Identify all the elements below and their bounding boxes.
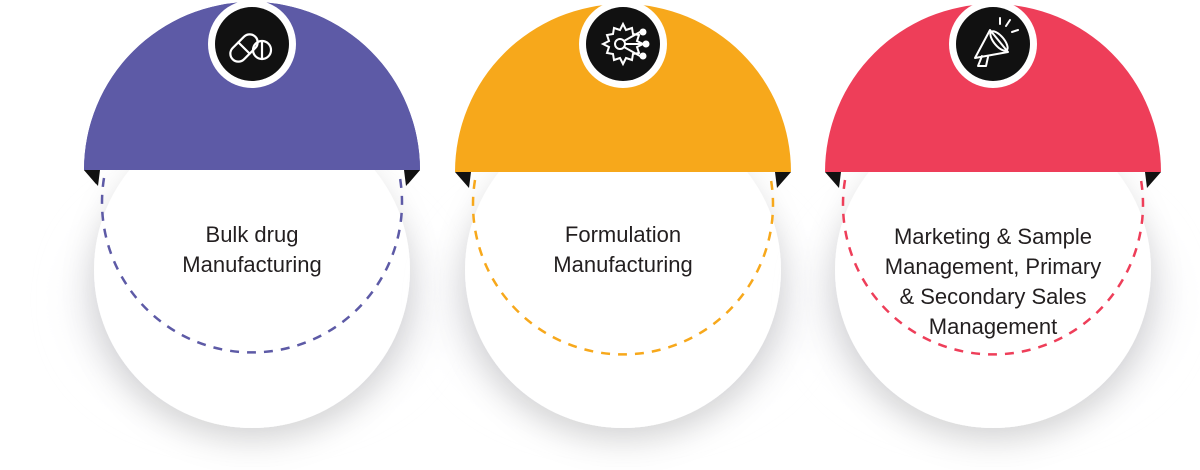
card-formulation — [453, 0, 793, 428]
dashed-ring — [841, 179, 1145, 356]
card-label-bulk-drug: Bulk drug Manufacturing — [142, 218, 362, 282]
megaphone-icon — [974, 17, 1019, 67]
pills-icon — [229, 33, 273, 63]
card-circle — [94, 112, 410, 428]
cap-fold-left — [825, 172, 841, 188]
card-marketing — [823, 0, 1163, 428]
icon-badge — [215, 7, 289, 81]
label-line: & Secondary Sales — [899, 284, 1087, 309]
card-circle — [835, 112, 1151, 428]
icon-badge — [586, 7, 660, 81]
label-line: Bulk drug — [205, 222, 299, 247]
cap-fold-right-front — [404, 170, 420, 186]
cap-fold-left — [455, 172, 471, 188]
label-line: Management, Primary — [884, 254, 1102, 279]
label-line: Management — [928, 314, 1058, 339]
dashed-ring — [100, 177, 404, 354]
card-label-marketing: Marketing & Sample Management, Primary &… — [873, 220, 1113, 344]
label-line: Marketing & Sample — [893, 224, 1093, 249]
card-label-formulation: Formulation Manufacturing — [513, 218, 733, 282]
label-line: Manufacturing — [553, 252, 693, 277]
label-line: Formulation — [564, 222, 682, 247]
label-line: Manufacturing — [182, 252, 322, 277]
cap-fold-right — [1145, 172, 1161, 188]
cap-fold-left-front — [84, 170, 100, 186]
cap-fold-right — [775, 172, 791, 188]
gear-network-icon — [600, 21, 650, 67]
card-circle — [465, 112, 781, 428]
card-bulk-drug — [82, 0, 422, 428]
icon-badge — [956, 7, 1030, 81]
dashed-ring — [471, 179, 775, 356]
